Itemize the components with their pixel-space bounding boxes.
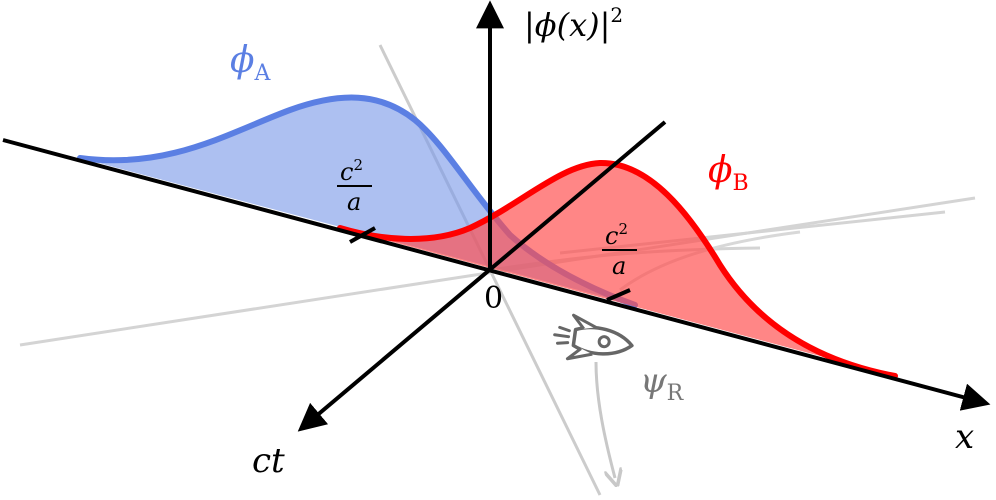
rocket-icon <box>553 313 634 361</box>
fraction-left-denominator: a <box>347 188 361 216</box>
x-axis-label: x <box>955 417 974 457</box>
fraction-right-numerator: c2 <box>605 220 628 250</box>
x-axis-line <box>2 138 991 411</box>
tick-left <box>349 226 376 244</box>
psi-r-label: ψR <box>640 361 685 406</box>
fraction-right: c2 a <box>602 220 637 280</box>
rocket-trajectory <box>594 361 615 478</box>
origin-label: 0 <box>484 281 503 316</box>
phi-b-curve <box>337 159 898 379</box>
axes <box>2 0 991 432</box>
t-axis-label: ct <box>252 441 285 481</box>
fraction-right-denominator: a <box>612 252 626 280</box>
phi-b-label: ϕB <box>708 150 749 196</box>
y-axis-label: |ϕ(x)|2 <box>524 3 623 44</box>
t-axis-line <box>297 120 667 432</box>
fraction-left: c2 a <box>337 156 372 216</box>
phi-b-fill <box>340 162 895 376</box>
phi-a-label: ϕA <box>230 40 272 86</box>
fraction-left-numerator: c2 <box>340 156 363 186</box>
tick-right <box>606 288 631 302</box>
